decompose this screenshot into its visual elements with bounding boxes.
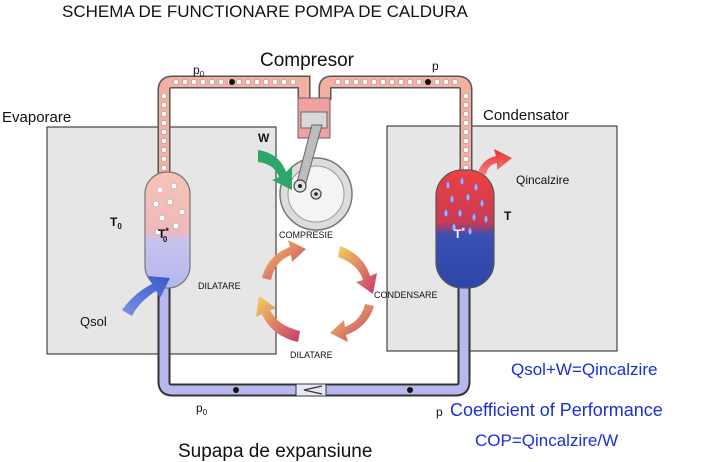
- balance-formula: Qsol+W=Qincalzire: [511, 360, 657, 379]
- cycle-arrows: [256, 240, 377, 342]
- compressor: [279, 97, 353, 231]
- work-label: W: [258, 131, 270, 145]
- pressure-point-p0-bottom: [233, 387, 239, 393]
- condensation-label: CONDENSARE: [374, 290, 438, 300]
- cop-formula: COP=Qincalzire/W: [475, 431, 618, 450]
- q-heating-label: Qincalzire: [516, 173, 570, 187]
- heat-in-arrow: [122, 276, 170, 316]
- compression-label: COMPRESIE: [279, 230, 333, 240]
- t0-star-label: T*0: [158, 226, 169, 244]
- pressure-point-p0-top: [229, 79, 235, 85]
- p0-top-label: p0: [193, 63, 205, 79]
- pipe-bubbles: [161, 79, 469, 171]
- compressor-label: Compresor: [260, 50, 355, 71]
- condenser-vessel: [435, 169, 495, 289]
- p-bottom-label: p: [436, 405, 443, 419]
- expansion-bottom-label: DILATARE: [290, 350, 333, 360]
- evaporator-bubbles: [152, 182, 186, 236]
- bottom-pipe: [157, 270, 471, 397]
- heat-out-arrow: [478, 149, 512, 175]
- expansion-valve-label: Supapa de expansiune: [178, 441, 372, 462]
- condenser-label: Condensator: [483, 107, 569, 124]
- condensate-drops: [444, 176, 488, 236]
- evaporation-label: Evaporare: [2, 109, 71, 126]
- t-right-label: T: [504, 209, 512, 223]
- expansion-left-label: DILATARE: [198, 281, 241, 291]
- work-arrow: [258, 150, 292, 190]
- pressure-point-p-top: [425, 79, 431, 85]
- cop-title: Coefficient of Performance: [450, 400, 663, 420]
- p0-bottom-label: p0: [196, 401, 208, 417]
- t0-label: T0: [110, 215, 122, 231]
- diagram-title: SCHEMA DE FUNCTIONARE POMPA DE CALDURA: [62, 2, 469, 21]
- q-sol-label: Qsol: [80, 314, 107, 329]
- t-star-label: T*: [454, 226, 465, 241]
- p-top-label: p: [432, 59, 439, 73]
- pressure-point-p-bottom: [407, 387, 413, 393]
